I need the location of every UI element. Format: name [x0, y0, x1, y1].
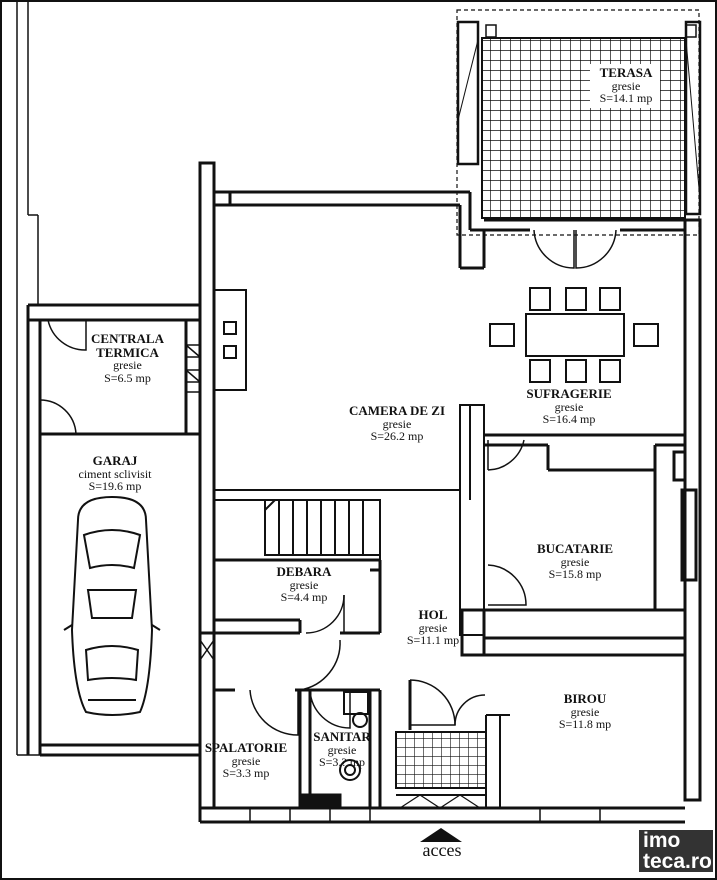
label-debara: DEBARA gresie S=4.4 mp [262, 565, 346, 604]
room-area: S=19.6 mp [88, 479, 142, 494]
room-name: GARAJ [92, 453, 138, 468]
living-room-details [213, 289, 485, 636]
kitchen-doors [487, 439, 527, 606]
room-name-line1: CENTRALA [91, 331, 164, 346]
exterior-walls [198, 161, 702, 824]
room-material: gresie [418, 620, 448, 635]
debara-walls [214, 558, 382, 635]
room-material: gresie [231, 753, 261, 768]
room-material: gresie [113, 358, 142, 373]
terrace [456, 9, 702, 236]
kitchen-walls [460, 433, 698, 657]
debara-door [305, 594, 345, 634]
room-name: SUFRAGERIE [526, 386, 612, 401]
label-camera-de-zi: CAMERA DE ZI gresie S=26.2 mp [336, 404, 458, 443]
room-material: gresie [570, 704, 600, 719]
acces-arrow-icon [420, 828, 462, 842]
room-area: S=3.3 mp [222, 766, 270, 781]
room-area: S=3.? mp [318, 755, 366, 770]
room-material: gresie [611, 78, 641, 93]
label-garaj: GARAJ ciment sclivisit S=19.6 mp [45, 454, 185, 493]
dining-table [489, 287, 659, 383]
watermark-logo: imo teca.ro [639, 830, 713, 872]
room-area: S=15.8 mp [548, 567, 602, 582]
label-spalatorie: SPALATORIE gresie S=3.3 mp [196, 741, 296, 780]
room-name: BIROU [563, 691, 607, 706]
label-sanitar: SANITAR gresie S=3.? mp [304, 730, 380, 769]
stairs [214, 499, 381, 560]
garage-walls [26, 303, 200, 757]
label-sufragerie: SUFRAGERIE gresie S=16.4 mp [514, 387, 624, 426]
entrance-porch [395, 714, 510, 809]
room-name: TERASA [599, 65, 653, 80]
room-area: S=6.5 mp [104, 370, 151, 385]
label-hol: HOL gresie S=11.1 mp [378, 608, 488, 647]
room-material: gresie [289, 577, 319, 592]
label-centrala-termica: CENTRALA TERMICA gresie S=6.5 mp [75, 332, 180, 384]
room-area: S=11.1 mp [406, 633, 460, 648]
room-area: S=4.4 mp [280, 590, 328, 605]
utility-walls [214, 680, 412, 810]
room-name: SANITAR [313, 729, 371, 744]
room-area: S=14.1 mp [599, 91, 653, 106]
bottom-windows [249, 807, 601, 823]
car-icon [63, 495, 161, 716]
label-birou: BIROU gresie S=11.8 mp [540, 692, 630, 731]
room-material: gresie [560, 554, 590, 569]
room-name-line2: TERMICA [96, 344, 159, 360]
property-lines [16, 2, 40, 756]
room-area: S=26.2 mp [370, 429, 424, 444]
boiler-room-details [39, 319, 201, 435]
room-name: BUCATARIE [536, 541, 614, 556]
room-name: DEBARA [276, 564, 332, 579]
room-material: ciment sclivisit [78, 466, 152, 481]
room-area: S=11.8 mp [558, 717, 612, 732]
toilet-icon [339, 691, 369, 781]
watermark-line1: imo [643, 829, 681, 852]
room-material: gresie [327, 742, 357, 757]
room-name: SPALATORIE [204, 740, 288, 755]
entrance-label: acces [422, 840, 462, 860]
room-name: HOL [418, 607, 448, 622]
room-name: CAMERA DE ZI [348, 403, 446, 418]
room-material: gresie [554, 399, 584, 414]
room-area: S=16.4 mp [542, 412, 596, 427]
label-bucatarie: BUCATARIE gresie S=15.8 mp [525, 542, 625, 581]
room-material: gresie [382, 416, 412, 431]
terrace-door [533, 229, 617, 269]
watermark-line2: teca.ro [643, 850, 712, 873]
utility-doors [199, 639, 486, 736]
label-terasa: TERASA gresie S=14.1 mp [580, 66, 672, 105]
